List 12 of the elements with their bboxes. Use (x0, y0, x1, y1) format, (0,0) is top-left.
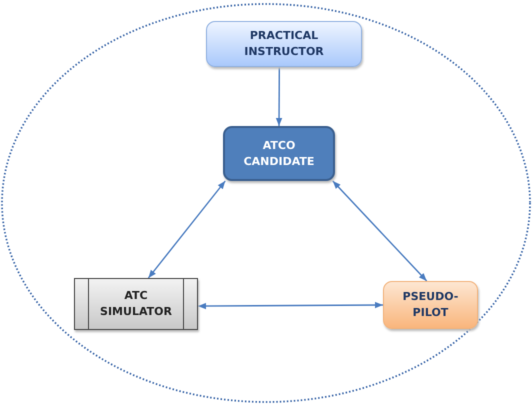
node-label: ATCO CANDIDATE (242, 138, 316, 170)
predefined-process-box (74, 278, 198, 330)
process-box (383, 281, 478, 329)
arrow (276, 67, 282, 126)
node-label: PSEUDO-PILOT (402, 289, 460, 321)
process-box (223, 126, 335, 181)
arrow (332, 180, 428, 282)
process-box (206, 21, 362, 67)
arrow (198, 302, 383, 310)
node-label: PRACTICAL INSTRUCTOR (243, 28, 325, 60)
node-label: ATC SIMULATOR (99, 288, 173, 320)
arrow (148, 180, 226, 278)
